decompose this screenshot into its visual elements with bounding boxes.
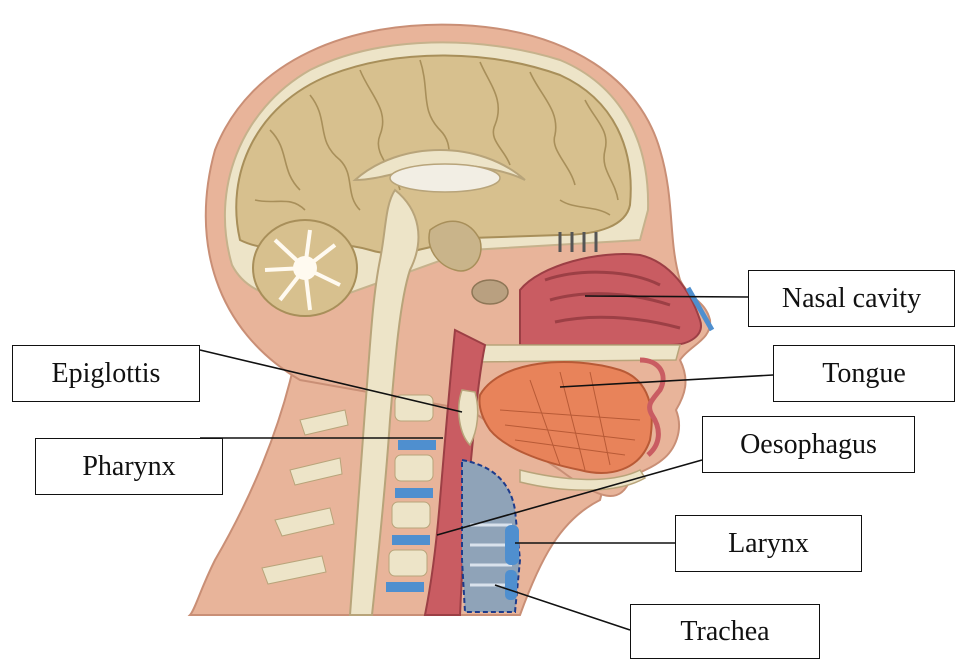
- sinus-oval: [472, 280, 508, 304]
- leader-nasal-cavity: [585, 296, 748, 297]
- label-nasal-cavity: Nasal cavity: [748, 270, 955, 327]
- thyroid-cartilage: [505, 525, 519, 565]
- cerebellum-core: [293, 256, 317, 280]
- lateral-ventricle: [390, 164, 500, 192]
- cricoid-cartilage: [505, 570, 517, 600]
- label-epiglottis: Epiglottis: [12, 345, 200, 402]
- label-trachea: Trachea: [630, 604, 820, 659]
- label-larynx: Larynx: [675, 515, 862, 572]
- label-pharynx: Pharynx: [35, 438, 223, 495]
- label-oesophagus: Oesophagus: [702, 416, 915, 473]
- label-tongue: Tongue: [773, 345, 955, 402]
